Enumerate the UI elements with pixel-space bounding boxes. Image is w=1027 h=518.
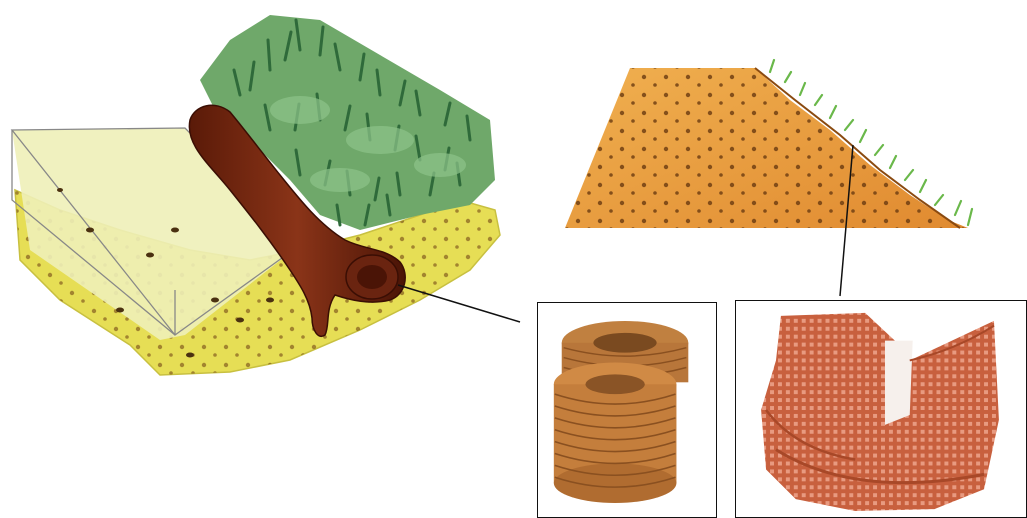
- leader-line-log: [398, 285, 520, 322]
- coir-net-photo-frame: [735, 300, 1027, 518]
- coir-net-photo: [736, 301, 1026, 517]
- coir-log-bank-illustration: [12, 15, 500, 375]
- slope-blanket-illustration: [565, 60, 972, 228]
- coir-rope-photo-frame: [537, 302, 717, 518]
- coir-rope-photo: [538, 303, 716, 517]
